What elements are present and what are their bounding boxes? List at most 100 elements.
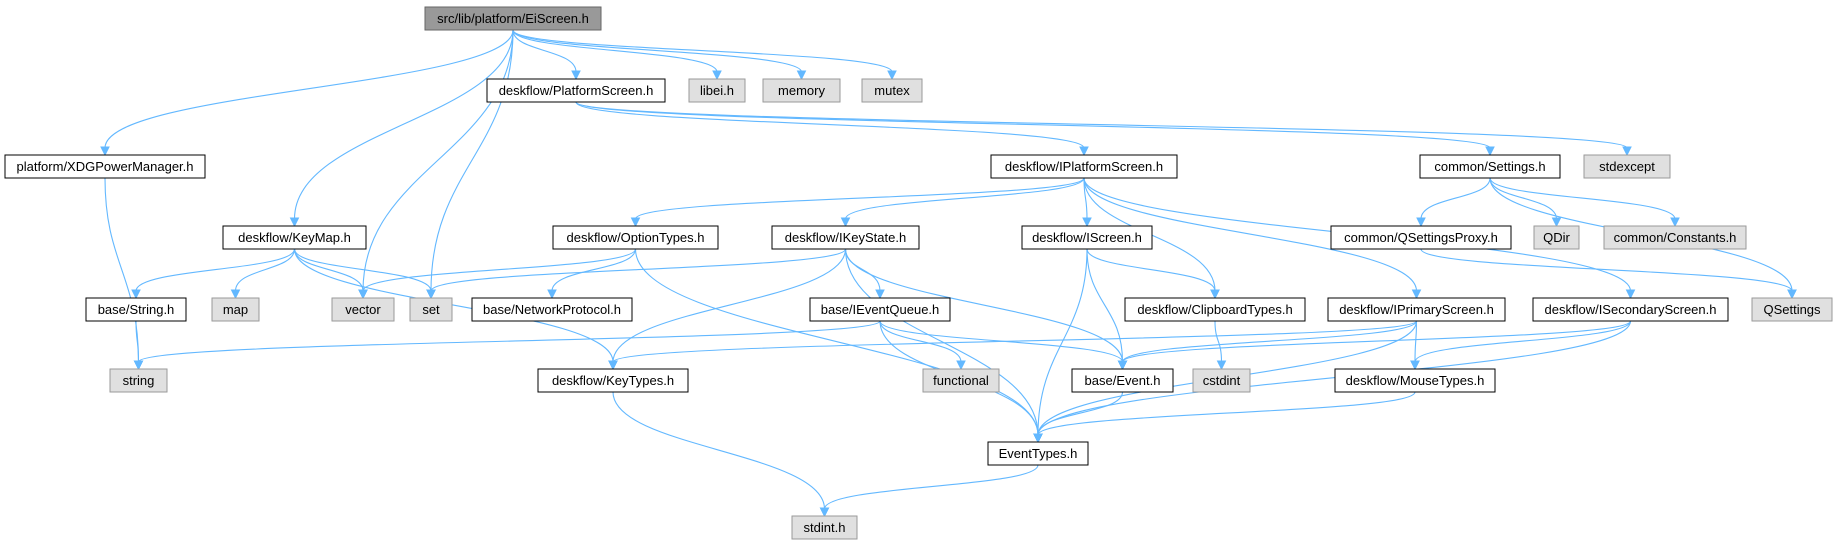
node-ikeystate[interactable]: deskflow/IKeyState.h [771,225,920,250]
node-clipboardtypes[interactable]: deskflow/ClipboardTypes.h [1124,297,1306,322]
node-label-basestring: base/String.h [98,302,175,317]
edge-isecondary-to-event [1121,320,1632,363]
node-label-map: map [223,302,248,317]
edge-isecondary-to-mousetypes [1414,320,1632,363]
edge-arrowhead-clipboardtypes-to-cstdint [1216,360,1227,371]
node-iprimary[interactable]: deskflow/IPrimaryScreen.h [1327,297,1506,322]
edge-arrowhead-ikeystate-to-ieventqueue [875,289,885,300]
node-settings[interactable]: common/Settings.h [1419,154,1561,179]
node-mutex: mutex [861,78,923,103]
node-box-libei [688,78,746,103]
edge-settings-to-qdir [1489,177,1558,220]
node-box-functional [922,368,1000,393]
node-label-vector: vector [345,302,381,317]
edge-platformscreen-to-iplatformscreen [575,101,1085,149]
edge-keymap-to-map [234,248,296,292]
node-box-iplatformscreen [990,154,1178,179]
node-box-memory [762,78,841,103]
edge-iscreen-to-event [1086,248,1124,363]
edge-eiscreen-to-keymap [293,29,514,220]
node-label-functional: functional [933,373,989,388]
edge-ikeystate-to-event [844,248,1124,363]
node-label-iscreen: deskflow/IScreen.h [1032,230,1142,245]
edge-arrowhead-ieventqueue-to-functional [956,360,966,371]
edge-ikeystate-to-keytypes [612,248,847,363]
edge-keytypes-to-stdinth [612,391,826,510]
node-label-settings: common/Settings.h [1434,159,1545,174]
nodes-layer: src/lib/platform/EiScreen.h deskflow/Plat… [4,6,1833,540]
edge-arrowhead-settings-to-qsettingsproxy [1416,217,1426,228]
edge-eiscreen-to-libei [512,29,718,73]
edge-eiscreen-to-platformscreen [512,29,577,73]
node-box-ikeystate [771,225,920,250]
node-box-mutex [861,78,923,103]
edge-arrowhead-isecondary-to-event [1117,360,1128,371]
node-box-stdinth [791,515,858,540]
node-box-keymap [222,225,367,250]
node-event[interactable]: base/Event.h [1071,368,1174,393]
node-optiontypes[interactable]: deskflow/OptionTypes.h [552,225,719,250]
edge-iprimary-to-event [1121,320,1418,363]
node-label-ieventqueue: base/IEventQueue.h [821,302,940,317]
edge-optiontypes-to-eventtypes [634,248,1039,436]
node-platformscreen[interactable]: deskflow/PlatformScreen.h [486,78,666,103]
edge-eiscreen-to-xdg [104,29,514,149]
edge-event-to-eventtypes [1037,391,1124,436]
node-label-netproto: base/NetworkProtocol.h [483,302,621,317]
node-box-event [1071,368,1174,393]
node-label-eiscreen: src/lib/platform/EiScreen.h [437,11,589,26]
node-libei: libei.h [688,78,746,103]
node-box-qsettingsproxy [1330,225,1512,250]
edge-arrowhead-iplatformscreen-to-iscreen [1082,217,1092,228]
node-isecondary[interactable]: deskflow/ISecondaryScreen.h [1532,297,1729,322]
node-box-isecondary [1532,297,1729,322]
node-label-qsettings: QSettings [1763,302,1821,317]
node-iplatformscreen[interactable]: deskflow/IPlatformScreen.h [990,154,1178,179]
edge-arrowhead-ikeystate-to-set [426,289,436,300]
node-stdexcept: stdexcept [1583,154,1671,179]
node-box-netproto [471,297,633,322]
node-box-basestring [85,297,187,322]
node-netproto[interactable]: base/NetworkProtocol.h [471,297,633,322]
edge-arrowhead-iprimary-to-keytypes [608,360,618,371]
node-basestring[interactable]: base/String.h [85,297,187,322]
edge-iplatformscreen-to-ikeystate [844,177,1085,220]
node-label-optiontypes: deskflow/OptionTypes.h [566,230,704,245]
node-keytypes[interactable]: deskflow/KeyTypes.h [537,368,689,393]
node-eiscreen[interactable]: src/lib/platform/EiScreen.h [424,6,602,31]
edge-arrowhead-ieventqueue-to-string [133,360,144,371]
node-qsettings: QSettings [1751,297,1833,322]
node-mousetypes[interactable]: deskflow/MouseTypes.h [1334,368,1496,393]
node-box-eiscreen [424,6,602,31]
node-box-iprimary [1327,297,1506,322]
edge-arrowhead-optiontypes-to-netproto [547,289,557,300]
node-keymap[interactable]: deskflow/KeyMap.h [222,225,367,250]
edge-arrowhead-isecondary-to-mousetypes [1410,360,1420,371]
edge-arrowhead-eiscreen-to-keymap [289,217,300,228]
edge-arrowhead-eiscreen-to-memory [796,70,807,81]
node-label-keytypes: deskflow/KeyTypes.h [552,373,674,388]
node-box-eventtypes [987,441,1089,466]
node-constants: common/Constants.h [1603,225,1747,250]
node-iscreen[interactable]: deskflow/IScreen.h [1021,225,1153,250]
node-qsettingsproxy[interactable]: common/QSettingsProxy.h [1330,225,1512,250]
node-xdg[interactable]: platform/XDGPowerManager.h [4,154,206,179]
edge-keymap-to-set [293,248,432,292]
node-box-iscreen [1021,225,1153,250]
node-label-isecondary: deskflow/ISecondaryScreen.h [1545,302,1717,317]
edge-clipboardtypes-to-cstdint [1214,320,1223,363]
node-ieventqueue[interactable]: base/IEventQueue.h [809,297,951,322]
node-label-mutex: mutex [874,83,910,98]
node-label-keymap: deskflow/KeyMap.h [238,230,351,245]
edge-arrowhead-eventtypes-to-stdinth [819,507,830,518]
edge-iplatformscreen-to-iprimary [1083,177,1418,292]
node-eventtypes[interactable]: EventTypes.h [987,441,1089,466]
edge-platformscreen-to-settings [575,101,1491,149]
edge-ieventqueue-to-functional [879,320,962,363]
node-box-vector [331,297,395,322]
node-label-platformscreen: deskflow/PlatformScreen.h [499,83,654,98]
edge-arrowhead-iscreen-to-clipboardtypes [1210,289,1220,300]
edge-arrowhead-eiscreen-to-libei [712,70,722,81]
edge-qsettingsproxy-to-qsettings [1420,248,1793,292]
